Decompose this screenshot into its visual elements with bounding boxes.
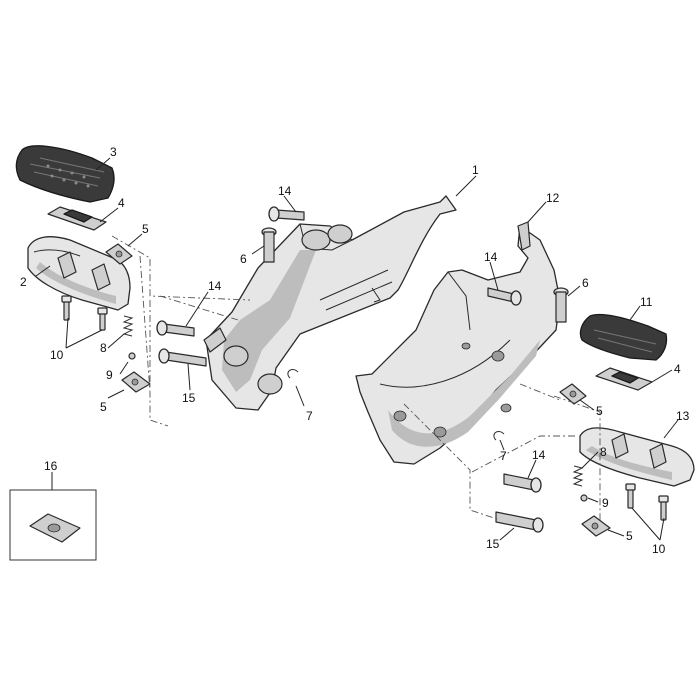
footrest-bracket bbox=[203, 195, 457, 411]
screw-right-a bbox=[625, 483, 636, 509]
ball-right bbox=[580, 494, 588, 502]
bolt-14-lower-right bbox=[503, 473, 542, 493]
gasket-plate-left bbox=[47, 206, 107, 231]
bolt-14-mid bbox=[156, 320, 195, 337]
bolt-14-cover bbox=[487, 287, 522, 306]
spring-left bbox=[122, 315, 134, 337]
spring-right bbox=[572, 465, 584, 487]
callout-label: 6 bbox=[240, 252, 247, 266]
callout-label: 12 bbox=[546, 191, 560, 205]
callout-label: 13 bbox=[676, 409, 690, 423]
assembly-lines bbox=[111, 235, 601, 521]
callout-label: 9 bbox=[602, 496, 609, 510]
pin-6-left bbox=[261, 227, 277, 263]
circlip-7-left bbox=[287, 369, 299, 379]
callout-label: 10 bbox=[652, 542, 666, 556]
callout-label: 6 bbox=[582, 276, 589, 290]
callout-label: 5 bbox=[626, 529, 633, 543]
side-cover-right bbox=[355, 221, 561, 465]
screw-left-b bbox=[97, 307, 108, 331]
callout-label: 7 bbox=[500, 449, 507, 463]
callout-label: 2 bbox=[20, 275, 27, 289]
callout-label: 14 bbox=[532, 448, 546, 462]
pin-6-right bbox=[553, 287, 569, 323]
screw-right-b bbox=[658, 495, 669, 521]
callout-label: 8 bbox=[600, 445, 607, 459]
bolt-14-top bbox=[268, 206, 305, 222]
bolt-15-right bbox=[495, 511, 544, 533]
callout-label: 14 bbox=[278, 184, 292, 198]
callout-label: 4 bbox=[674, 362, 681, 376]
callout-label: 1 bbox=[472, 163, 479, 177]
callout-label: 14 bbox=[208, 279, 222, 293]
callout-label: 15 bbox=[182, 391, 196, 405]
ball-left bbox=[128, 352, 136, 360]
callout-label: 9 bbox=[106, 368, 113, 382]
spring-clip-left-upper bbox=[105, 243, 133, 265]
screw-left-a bbox=[61, 295, 72, 321]
callout-label: 16 bbox=[44, 459, 58, 473]
spring-clip-left-lower bbox=[121, 371, 151, 393]
gasket-plate-right bbox=[595, 367, 653, 391]
callout-label: 11 bbox=[640, 295, 653, 309]
callout-label: 8 bbox=[100, 341, 107, 355]
footpeg-body-right bbox=[579, 427, 695, 487]
callout-label: 7 bbox=[306, 409, 313, 423]
bolt-15-left bbox=[158, 348, 207, 367]
footpeg-rubber-left bbox=[15, 145, 115, 203]
footpeg-rubber-right bbox=[579, 313, 668, 361]
spring-clip-right-lower bbox=[581, 515, 611, 537]
callout-label: 14 bbox=[484, 250, 498, 264]
callout-label: 10 bbox=[50, 348, 64, 362]
callout-label: 5 bbox=[142, 222, 149, 236]
callout-label: 5 bbox=[596, 404, 603, 418]
leader-lines bbox=[35, 157, 679, 541]
spring-clip-right-upper bbox=[559, 383, 587, 405]
callout-label: 4 bbox=[118, 196, 125, 210]
callout-label: 15 bbox=[486, 537, 500, 551]
circlip-7-right bbox=[493, 431, 505, 441]
inset-box-16 bbox=[9, 489, 97, 561]
callout-label: 5 bbox=[100, 400, 107, 414]
callout-label: 3 bbox=[110, 145, 117, 159]
footpeg-body-left bbox=[27, 236, 131, 311]
